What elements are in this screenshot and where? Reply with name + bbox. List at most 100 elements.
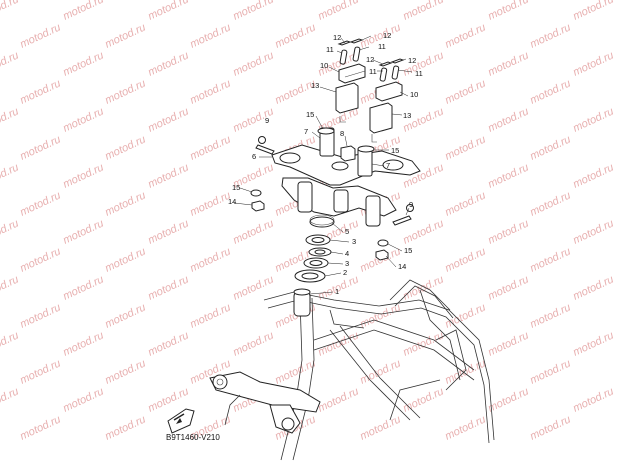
watermark-text: motod.ru (0, 105, 21, 134)
watermark-text: motod.ru (571, 217, 615, 246)
watermark-text: motod.ru (61, 0, 105, 23)
watermark-text: motod.ru (401, 217, 445, 246)
callout-11: 11 (378, 42, 386, 51)
watermark-text: motod.ru (528, 77, 572, 106)
callout-15: 15 (232, 183, 240, 192)
callout-13: 13 (311, 81, 319, 90)
watermark-text: motod.ru (146, 273, 190, 302)
watermark-text: motod.ru (146, 161, 190, 190)
watermark-text: motod.ru (571, 329, 615, 358)
watermark-text: motod.ru (18, 77, 62, 106)
watermark-text: motod.ru (443, 133, 487, 162)
watermark-text: motod.ru (231, 329, 275, 358)
watermark-text: motod.ru (188, 133, 232, 162)
callout-7: 7 (304, 127, 308, 136)
watermark-text: motod.ru (0, 329, 21, 358)
watermark-text: motod.ru (0, 385, 21, 414)
watermark-text: motod.ru (571, 273, 615, 302)
watermark-text: motod.ru (443, 189, 487, 218)
watermark-text: motod.ru (61, 217, 105, 246)
callout-4: 4 (345, 249, 349, 258)
watermark-text: motod.ru (528, 21, 572, 50)
callout-10: 10 (410, 90, 418, 99)
watermark-text: motod.ru (188, 189, 232, 218)
watermark-text: motod.ru (571, 0, 615, 23)
watermark-text: motod.ru (18, 189, 62, 218)
callout-3: 3 (345, 259, 349, 268)
callout-7: 7 (386, 161, 390, 170)
callout-6: 6 (252, 152, 256, 161)
watermark-text: motod.ru (486, 329, 530, 358)
watermark-text: motod.ru (231, 0, 275, 23)
callout-8: 8 (340, 129, 344, 138)
watermark-text: motod.ru (103, 301, 147, 330)
watermark-text: motod.ru (528, 301, 572, 330)
diagram-code: B9T1460-V210 (166, 433, 220, 442)
frame (209, 279, 495, 461)
watermark-text: motod.ru (18, 133, 62, 162)
callout-11: 11 (415, 69, 423, 78)
watermark-text: motod.ru (61, 385, 105, 414)
callout-10: 10 (320, 61, 328, 70)
watermark-text: motod.ru (18, 21, 62, 50)
watermark-text: motod.ru (528, 413, 572, 442)
watermark-text: motod.ru (486, 0, 530, 23)
watermark-text: motod.ru (528, 189, 572, 218)
watermark-text: motod.ru (0, 0, 21, 23)
callout-12: 12 (333, 33, 341, 42)
watermark-text: motod.ru (401, 385, 445, 414)
leader-lines (233, 35, 413, 295)
watermark-text: motod.ru (528, 133, 572, 162)
watermark-text: motod.ru (571, 105, 615, 134)
watermark-text: motod.ru (528, 357, 572, 386)
watermark-text: motod.ru (146, 49, 190, 78)
callout-13: 13 (403, 111, 411, 120)
watermark-text: motod.ru (61, 273, 105, 302)
watermark-text: motod.ru (401, 273, 445, 302)
watermark-text: motod.ru (486, 273, 530, 302)
fwd-arrow-icon (167, 408, 195, 434)
callout-12: 12 (383, 31, 391, 40)
watermark-text: motod.ru (188, 77, 232, 106)
callout-12: 12 (408, 56, 416, 65)
callout-2: 2 (343, 268, 347, 277)
watermark-text: motod.ru (443, 77, 487, 106)
watermark-text: motod.ru (486, 217, 530, 246)
watermark-text: motod.ru (103, 133, 147, 162)
watermark-text: motod.ru (316, 0, 360, 23)
watermark-text: motod.ru (571, 385, 615, 414)
watermark-text: motod.ru (103, 413, 147, 442)
watermark-text: motod.ru (146, 217, 190, 246)
watermark-text: motod.ru (18, 413, 62, 442)
watermark-text: motod.ru (61, 105, 105, 134)
watermark-text: motod.ru (103, 189, 147, 218)
watermark-text: motod.ru (0, 161, 21, 190)
callout-15: 15 (306, 110, 314, 119)
watermark-text: motod.ru (18, 301, 62, 330)
handlebar-holder-left (335, 38, 366, 123)
watermark-text: motod.ru (486, 161, 530, 190)
watermark-text: motod.ru (103, 21, 147, 50)
watermark-text: motod.ru (146, 329, 190, 358)
watermark-text: motod.ru (231, 217, 275, 246)
callout-9: 9 (409, 200, 413, 209)
watermark-text: motod.ru (18, 245, 62, 274)
watermark-text: motod.ru (358, 357, 402, 386)
watermark-text: motod.ru (528, 245, 572, 274)
watermark-text: motod.ru (103, 357, 147, 386)
watermark-text: motod.ru (188, 21, 232, 50)
watermark-text: motod.ru (103, 77, 147, 106)
watermark-text: motod.ru (18, 357, 62, 386)
watermark-text: motod.ru (61, 329, 105, 358)
watermark-text: motod.ru (61, 49, 105, 78)
watermark-text: motod.ru (571, 161, 615, 190)
watermark-text: motod.ru (61, 161, 105, 190)
callout-1: 1 (335, 287, 339, 296)
callout-9: 9 (265, 116, 269, 125)
callout-5: 5 (345, 227, 349, 236)
watermark-text: motod.ru (103, 245, 147, 274)
watermark-text: motod.ru (443, 413, 487, 442)
